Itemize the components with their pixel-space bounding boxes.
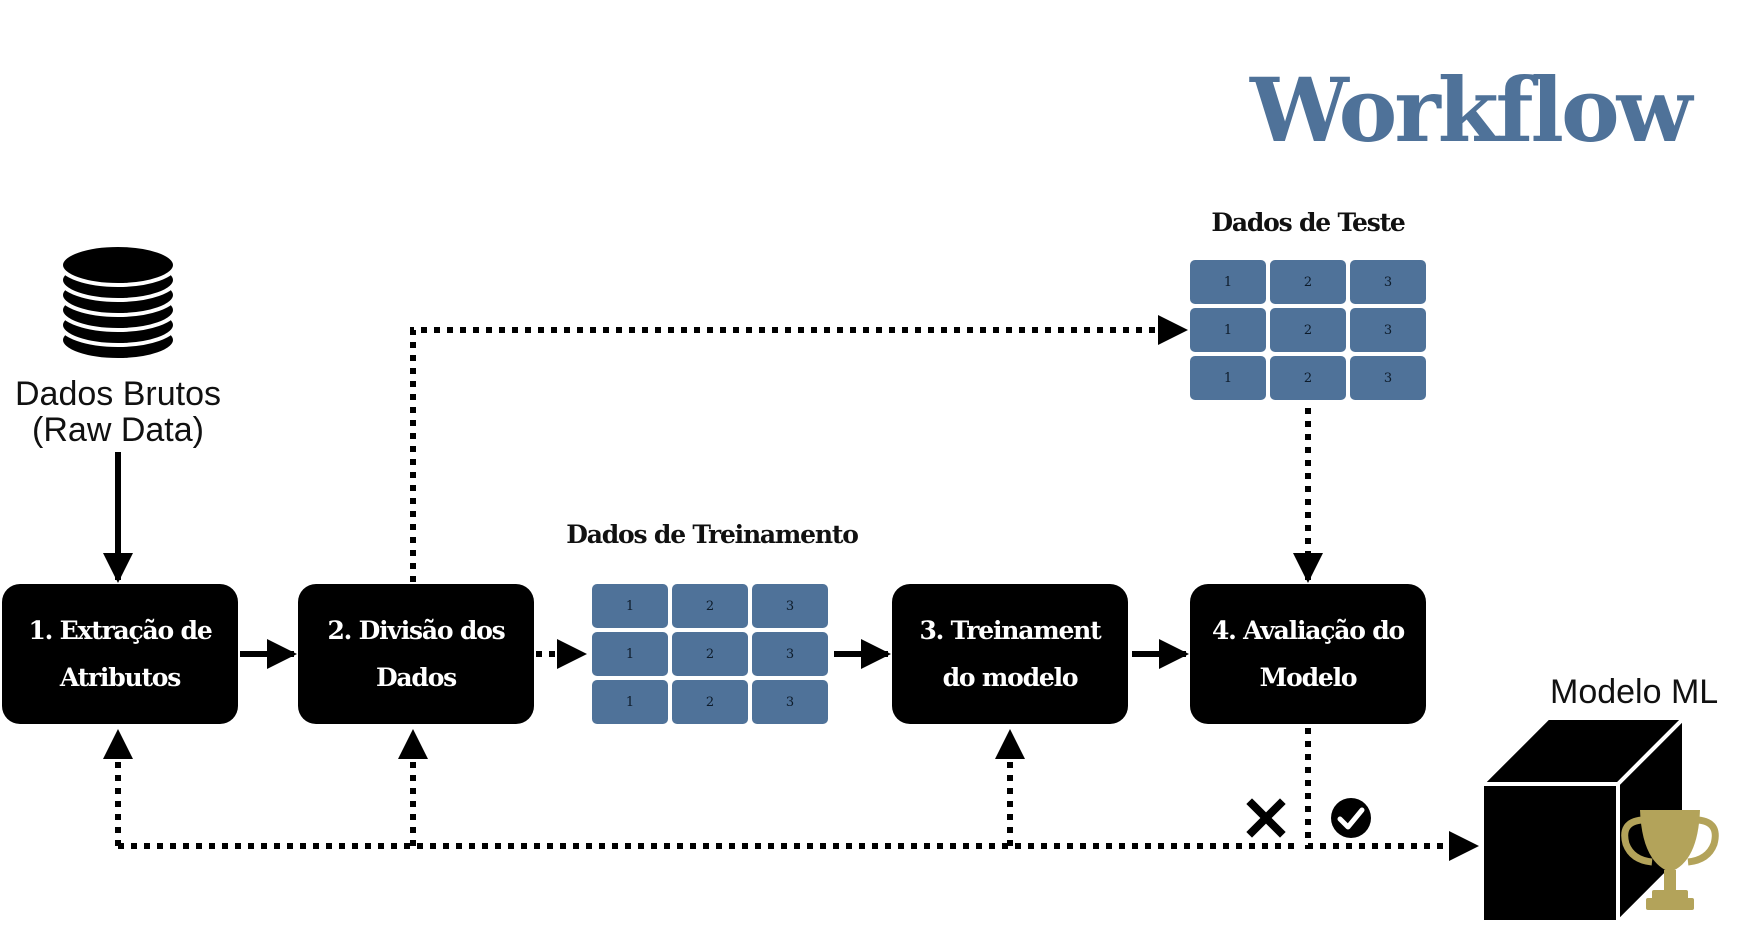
table-cell: 1 (592, 584, 668, 628)
table-cell: 1 (1190, 260, 1266, 304)
test-data-table: 1 2 3 1 2 3 1 2 3 (1190, 260, 1426, 400)
check-icon (1331, 798, 1371, 838)
train-data-label: Dados de Treinamento (566, 520, 859, 549)
step-label-line1: 3. Treinament (919, 616, 1101, 645)
arrow-split-to-test (410, 315, 1188, 582)
table-cell: 1 (1190, 356, 1266, 400)
step-label-line2: Modelo (1259, 663, 1358, 692)
table-cell: 3 (752, 584, 828, 628)
step-label-line2: do modelo (942, 663, 1079, 692)
step-label-line2: Dados (375, 663, 457, 692)
table-cell: 2 (672, 632, 748, 676)
page-title: Workflow (1250, 58, 1692, 162)
trophy-icon (1621, 810, 1719, 910)
table-cell: 3 (1350, 308, 1426, 352)
train-data-table: 1 2 3 1 2 3 1 2 3 (592, 584, 828, 724)
step-model-evaluation: 4. Avaliação do Modelo (1190, 584, 1426, 724)
table-cell: 1 (1190, 308, 1266, 352)
cross-icon (1246, 798, 1286, 838)
step-feature-extraction: 1. Extração de Atributos (2, 584, 238, 724)
step-label-line1: 2. Divisão dos (327, 616, 505, 645)
step-label-line1: 4. Avaliação do (1211, 616, 1405, 645)
raw-data-label: Dados Brutos (Raw Data) (15, 375, 221, 449)
table-cell: 2 (672, 584, 748, 628)
table-cell: 1 (592, 680, 668, 724)
table-cell: 1 (592, 632, 668, 676)
step-model-training: 3. Treinament do modelo (892, 584, 1128, 724)
table-cell: 3 (752, 632, 828, 676)
step-label-line2: Atributos (59, 663, 182, 692)
table-cell: 2 (672, 680, 748, 724)
database-icon (59, 243, 177, 362)
table-cell: 3 (1350, 260, 1426, 304)
test-data-label: Dados de Teste (1211, 208, 1405, 237)
table-cell: 2 (1270, 308, 1346, 352)
table-cell: 3 (1350, 356, 1426, 400)
table-cell: 2 (1270, 356, 1346, 400)
ml-model-label: Modelo ML (1550, 673, 1719, 711)
table-cell: 3 (752, 680, 828, 724)
step-label-line1: 1. Extração de (28, 616, 212, 645)
step-data-split: 2. Divisão dos Dados (298, 584, 534, 724)
table-cell: 2 (1270, 260, 1346, 304)
arrow-eval-to-model (1305, 728, 1479, 861)
